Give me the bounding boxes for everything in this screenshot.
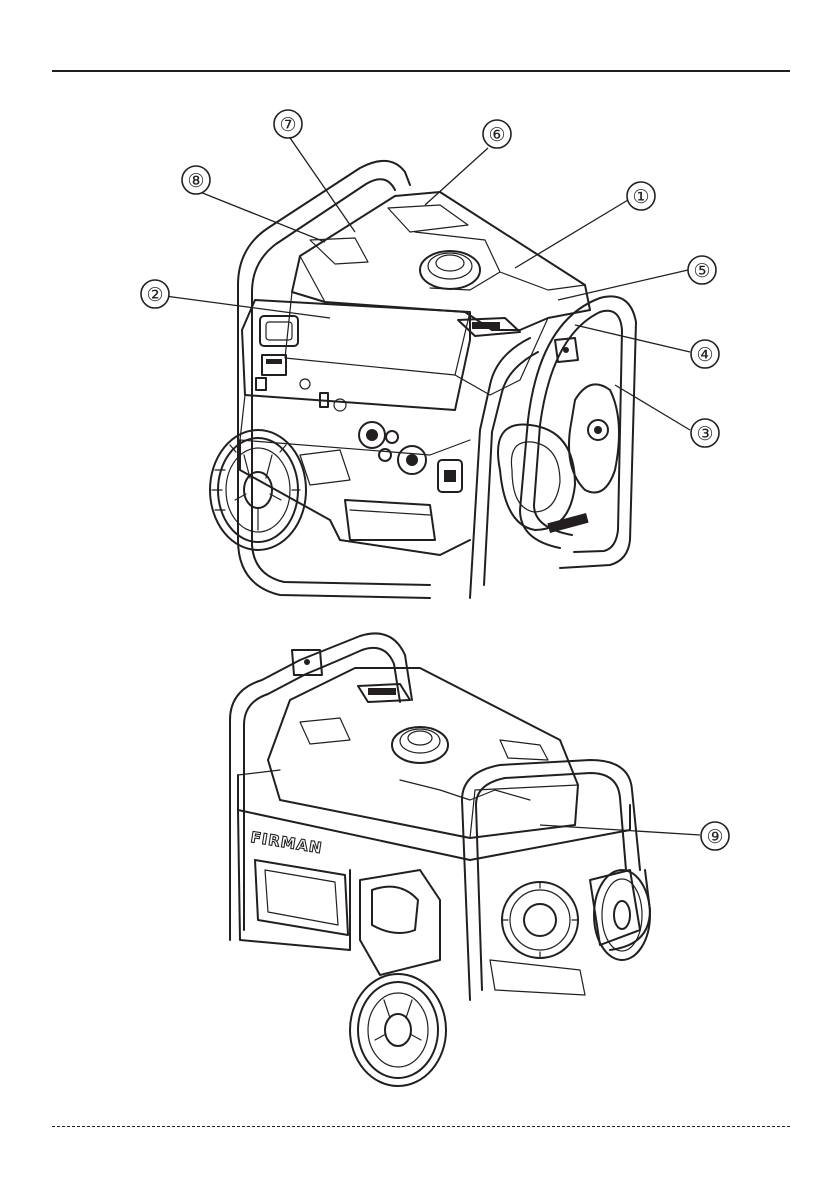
- callout-1: ①: [627, 182, 655, 210]
- callout-4: ④: [691, 340, 719, 368]
- callout-5: ⑤: [688, 256, 716, 284]
- callout-8: ⑧: [182, 166, 210, 194]
- svg-text:①: ①: [632, 186, 649, 208]
- svg-text:④: ④: [696, 344, 713, 366]
- front-wheel: [210, 430, 306, 550]
- rear-leader-line: [540, 825, 700, 835]
- svg-text:⑦: ⑦: [279, 114, 296, 136]
- front-control-panel: [240, 300, 470, 492]
- callout-3: ③: [691, 419, 719, 447]
- callout-2: ②: [141, 280, 169, 308]
- svg-text:③: ③: [696, 423, 713, 445]
- rear-wheel-right: [594, 870, 650, 960]
- callout-9: ⑨: [701, 822, 729, 850]
- rear-fuel-tank: [268, 650, 578, 838]
- front-frame-tube: [238, 161, 636, 598]
- svg-text:②: ②: [146, 284, 163, 306]
- svg-text:FIRMAN: FIRMAN: [249, 828, 323, 857]
- generator-rear-figure: FIRMAN: [230, 633, 729, 1086]
- rear-engine-block: [360, 870, 640, 995]
- svg-text:⑧: ⑧: [187, 170, 204, 192]
- svg-text:⑤: ⑤: [693, 260, 710, 282]
- rear-wheel-left: [350, 974, 446, 1086]
- footer-dashed-rule: [52, 1126, 790, 1127]
- svg-text:⑨: ⑨: [706, 826, 723, 848]
- rear-side-panel: FIRMAN: [238, 770, 630, 950]
- callout-6: ⑥: [483, 120, 511, 148]
- generator-front-figure: ⑦ ⑥ ① ⑧ ② ⑤ ④: [141, 110, 719, 598]
- svg-text:⑥: ⑥: [488, 124, 505, 146]
- callout-7: ⑦: [274, 110, 302, 138]
- front-fuel-tank: [285, 192, 590, 395]
- front-engine-block: [240, 338, 619, 555]
